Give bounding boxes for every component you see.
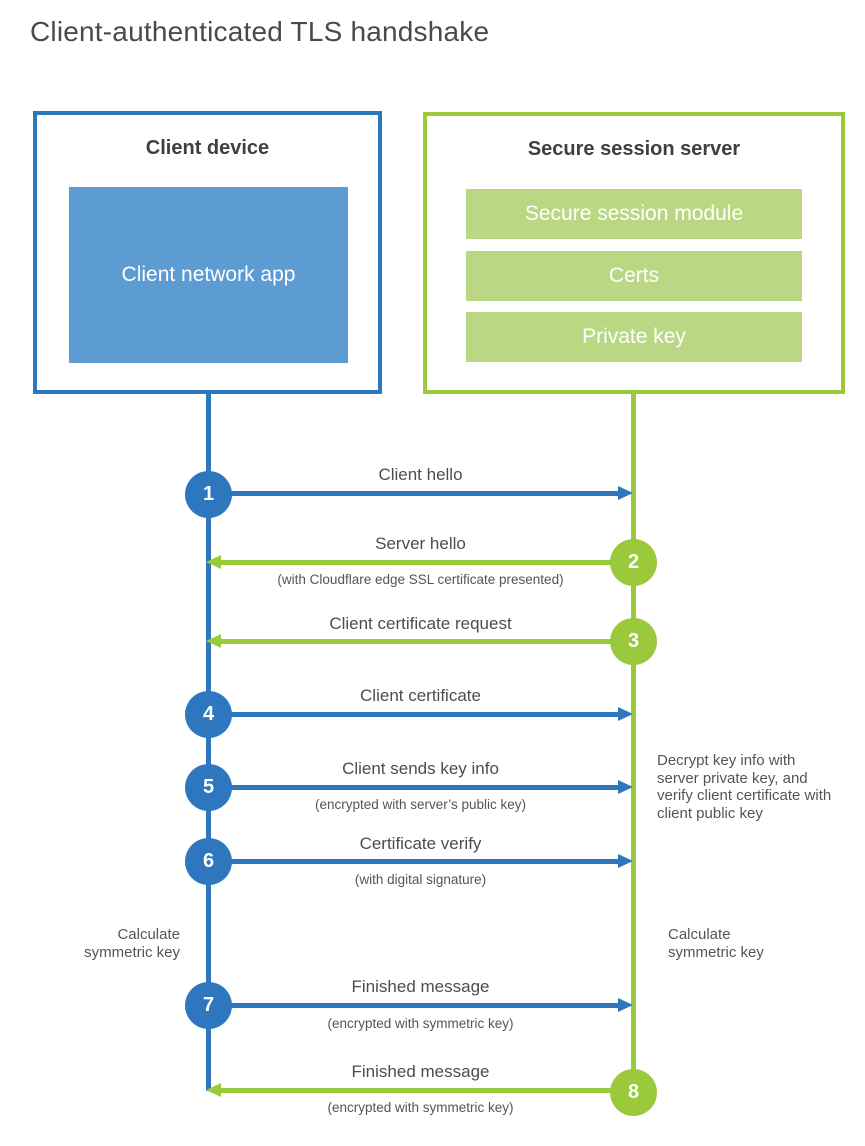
message-sublabel: (encrypted with server’s public key) <box>314 797 527 812</box>
server-module-bar: Secure session module <box>466 189 802 239</box>
message-sublabel: (with digital signature) <box>354 872 487 887</box>
step-circle-6: 6 <box>185 838 232 885</box>
step-circle-5: 5 <box>185 764 232 811</box>
message-arrow-right <box>206 707 633 721</box>
secure-session-server-box: Secure session server Secure session mod… <box>423 112 845 394</box>
decrypt-key-info-note: Decrypt key info with server private key… <box>657 752 832 822</box>
arrowhead-right-icon <box>618 780 633 794</box>
message-label: Client sends key info <box>342 759 499 778</box>
message-arrow-right <box>206 854 633 868</box>
step-circle-3: 3 <box>610 618 657 665</box>
message-arrow-left <box>206 555 633 569</box>
message-sublabel: (with Cloudflare edge SSL certificate pr… <box>277 572 564 587</box>
step-circle-8: 8 <box>610 1069 657 1116</box>
message-arrow-left <box>206 634 633 648</box>
arrowhead-right-icon <box>618 486 633 500</box>
arrowhead-right-icon <box>618 854 633 868</box>
message-sublabel: (encrypted with symmetric key) <box>327 1016 514 1031</box>
message-label: Server hello <box>375 534 466 553</box>
arrowhead-right-icon <box>618 707 633 721</box>
step-circle-7: 7 <box>185 982 232 1029</box>
client-device-box: Client device Client network app <box>33 111 382 394</box>
arrowhead-left-icon <box>206 555 221 569</box>
arrowhead-right-icon <box>618 998 633 1012</box>
calculate-symmetric-key-note-client: Calculate symmetric key <box>84 926 180 961</box>
message-label: Client hello <box>378 465 463 484</box>
message-label: Client certificate <box>360 686 481 705</box>
step-circle-2: 2 <box>610 539 657 586</box>
message-label: Certificate verify <box>359 834 482 853</box>
client-network-app-box: Client network app <box>69 187 348 363</box>
arrowhead-left-icon <box>206 634 221 648</box>
calculate-symmetric-key-note-server: Calculate symmetric key <box>668 926 764 961</box>
server-lifeline <box>631 393 636 1093</box>
page-title: Client-authenticated TLS handshake <box>30 16 490 47</box>
client-lifeline <box>206 392 211 1091</box>
message-arrow-right <box>206 998 633 1012</box>
step-circle-4: 4 <box>185 691 232 738</box>
message-arrow-left <box>206 1083 633 1097</box>
secure-session-server-title: Secure session server <box>527 138 741 160</box>
message-arrow-right <box>206 486 633 500</box>
message-label: Finished message <box>351 1062 490 1081</box>
message-arrow-right <box>206 780 633 794</box>
server-private-key-bar: Private key <box>466 312 802 362</box>
message-label: Finished message <box>351 977 490 996</box>
server-certs-bar: Certs <box>466 251 802 301</box>
message-sublabel: (encrypted with symmetric key) <box>327 1100 514 1115</box>
arrowhead-left-icon <box>206 1083 221 1097</box>
message-label: Client certificate request <box>329 614 512 633</box>
client-device-title: Client device <box>145 137 270 159</box>
step-circle-1: 1 <box>185 471 232 518</box>
